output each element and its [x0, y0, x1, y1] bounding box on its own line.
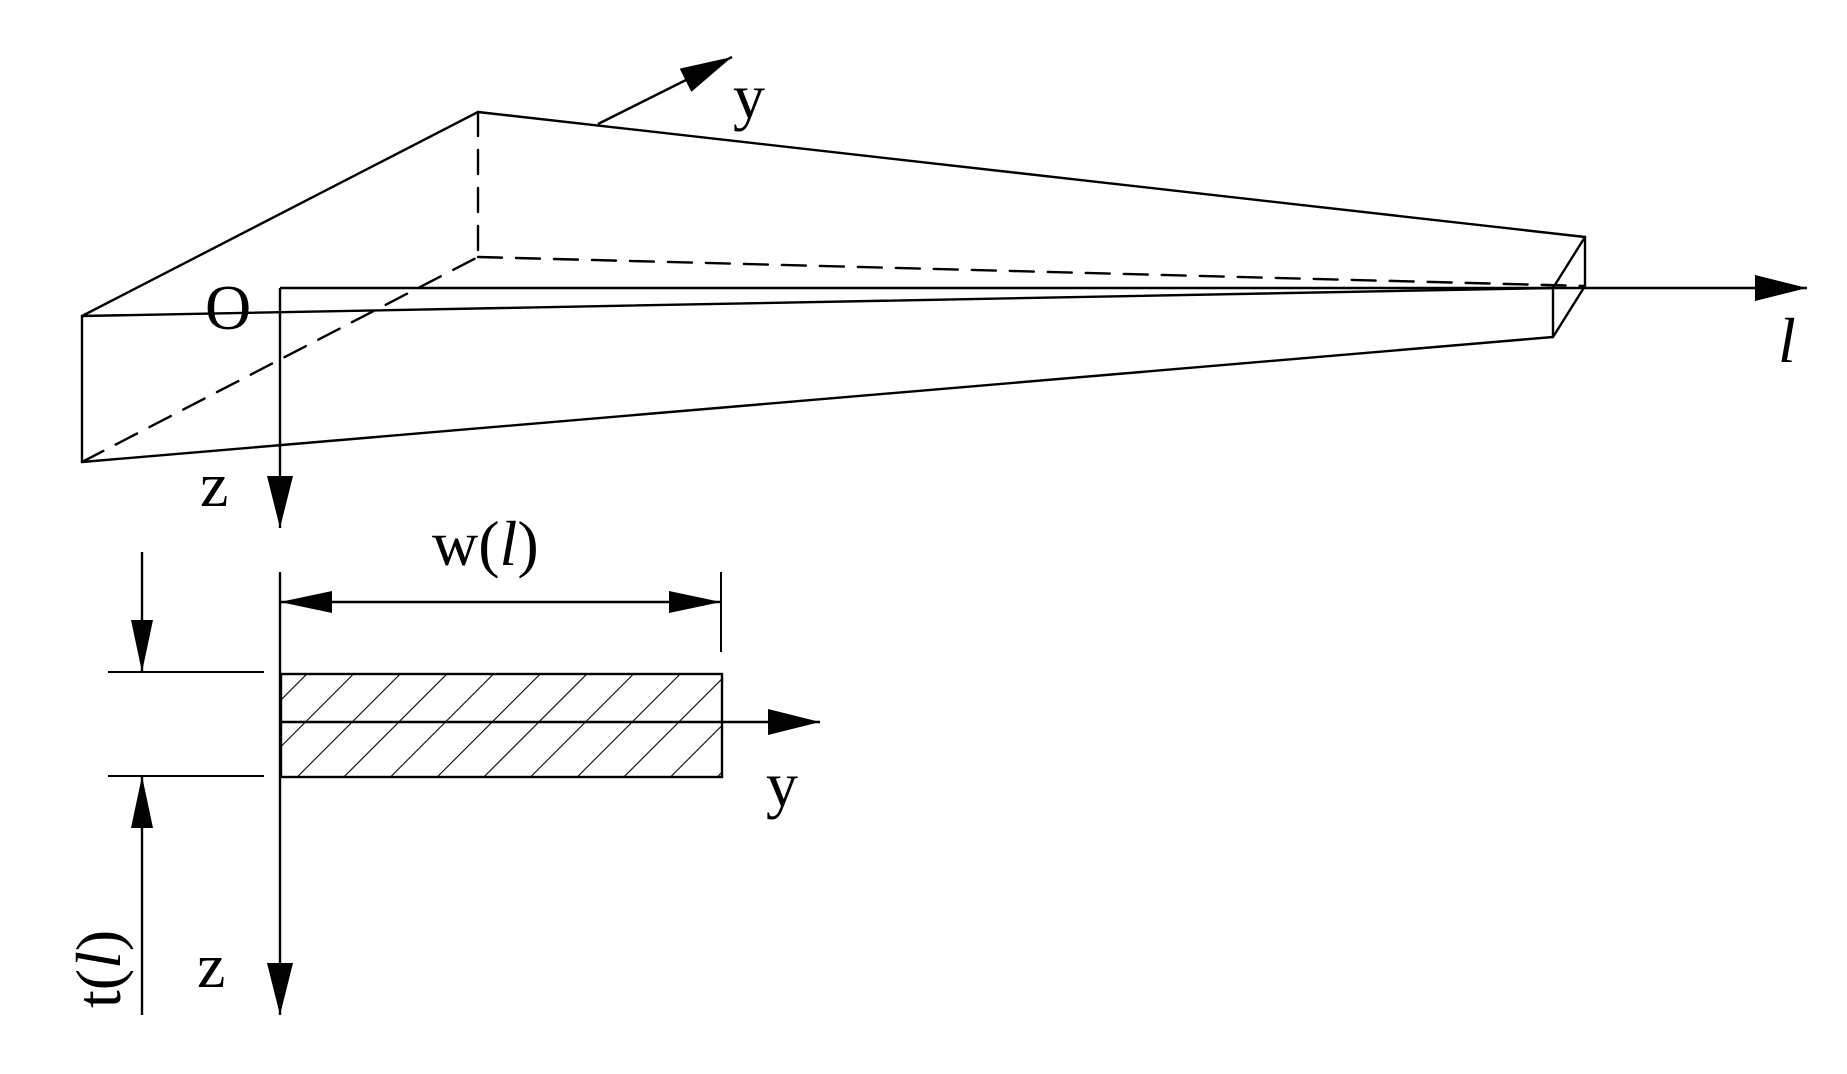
beam-z-axis-label: z — [200, 449, 228, 520]
section-z-axis-label: z — [197, 930, 225, 1001]
origin-label: O — [205, 272, 251, 343]
width-label: w(l) — [432, 508, 539, 579]
section-hatch — [281, 674, 722, 777]
thickness-label: t(l) — [63, 930, 134, 1008]
beam-y-axis-label: y — [733, 61, 765, 132]
hidden-bottom-back-edge — [476, 255, 1587, 288]
beam-top-front-edge — [80, 286, 1555, 318]
beam-bottom-front-edge — [80, 335, 1555, 464]
beam-y-axis — [597, 55, 733, 126]
beam-l-axis-label: l — [1778, 305, 1796, 376]
beam-axes — [267, 55, 1807, 528]
beam-top-left-edge — [80, 110, 480, 318]
beam-hidden-edges — [80, 110, 1587, 464]
beam-top-far-edge — [476, 110, 1587, 239]
beam-tip-bottom-edge — [1551, 284, 1587, 339]
tapered-beam — [80, 110, 1587, 464]
section-y-axis-label: y — [766, 749, 798, 820]
beam-tip-top-edge — [1551, 235, 1587, 290]
cross-section — [108, 552, 820, 1015]
